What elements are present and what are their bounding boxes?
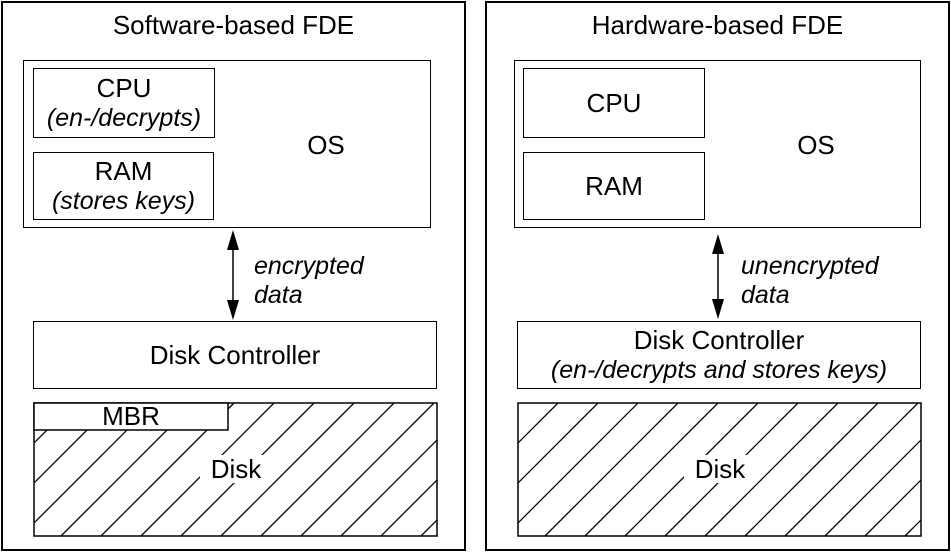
software-arrow-label-line1: encrypted [254, 252, 364, 280]
hardware-data-arrow [712, 234, 724, 319]
hardware-cpu-label: CPU [586, 88, 642, 118]
hatch-line [864, 479, 921, 536]
hatch-line [300, 403, 435, 536]
hatch-line [704, 403, 839, 536]
hatch-line [544, 403, 679, 536]
software-os-label: OS [307, 130, 345, 160]
hardware-disk-controller-label: Disk Controller [633, 325, 805, 355]
hardware-disk-label: Disk [684, 455, 756, 483]
software-ram-note: (stores keys) [51, 187, 196, 215]
hardware-ram-label: RAM [585, 171, 643, 201]
hatch-line [260, 403, 395, 536]
software-data-arrow [227, 230, 239, 320]
software-disk-label: Disk [200, 455, 272, 483]
hatch-line [518, 403, 639, 524]
software-disk-controller-label: Disk Controller [149, 340, 321, 370]
hardware-disk-controller-box: Disk Controller (en-/decrypts and stores… [517, 321, 921, 389]
hatch-line [34, 403, 35, 404]
software-mbr-label: MBR [102, 401, 160, 431]
hardware-cpu-box: CPU [523, 68, 705, 138]
software-cpu-note: (en-/decrypts) [46, 104, 202, 132]
hardware-fde-title: Hardware-based FDE [591, 10, 844, 40]
hardware-fde-panel [485, 1, 950, 551]
software-mbr-box [33, 402, 229, 431]
hatch-line [744, 403, 879, 536]
hardware-arrow-label-line2: data [741, 281, 790, 309]
software-arrow-label-line2: data [254, 281, 303, 309]
software-ram-box: RAM (stores keys) [33, 152, 214, 220]
hardware-disk-controller-note: (en-/decrypts and stores keys) [550, 356, 888, 384]
hatch-line [380, 479, 437, 536]
software-fde-title: Software-based FDE [112, 10, 355, 40]
software-disk-controller-box: Disk Controller [33, 321, 437, 389]
hatch-line [824, 439, 921, 536]
software-cpu-label: CPU [96, 73, 152, 103]
hardware-arrow-label-line1: unencrypted [741, 252, 879, 280]
hatch-line [220, 403, 355, 536]
hatch-line [340, 439, 437, 536]
software-ram-label: RAM [94, 156, 153, 186]
software-disk-border [33, 402, 438, 537]
hatch-line [518, 403, 599, 484]
hardware-os-box [514, 60, 921, 228]
hatch-line [584, 403, 719, 536]
hardware-ram-box: RAM [523, 152, 705, 220]
software-cpu-box: CPU (en-/decrypts) [33, 68, 215, 138]
hatch-line [784, 403, 919, 536]
hardware-disk-border [517, 402, 922, 537]
hatch-line [518, 403, 559, 444]
hardware-os-label: OS [797, 130, 835, 160]
